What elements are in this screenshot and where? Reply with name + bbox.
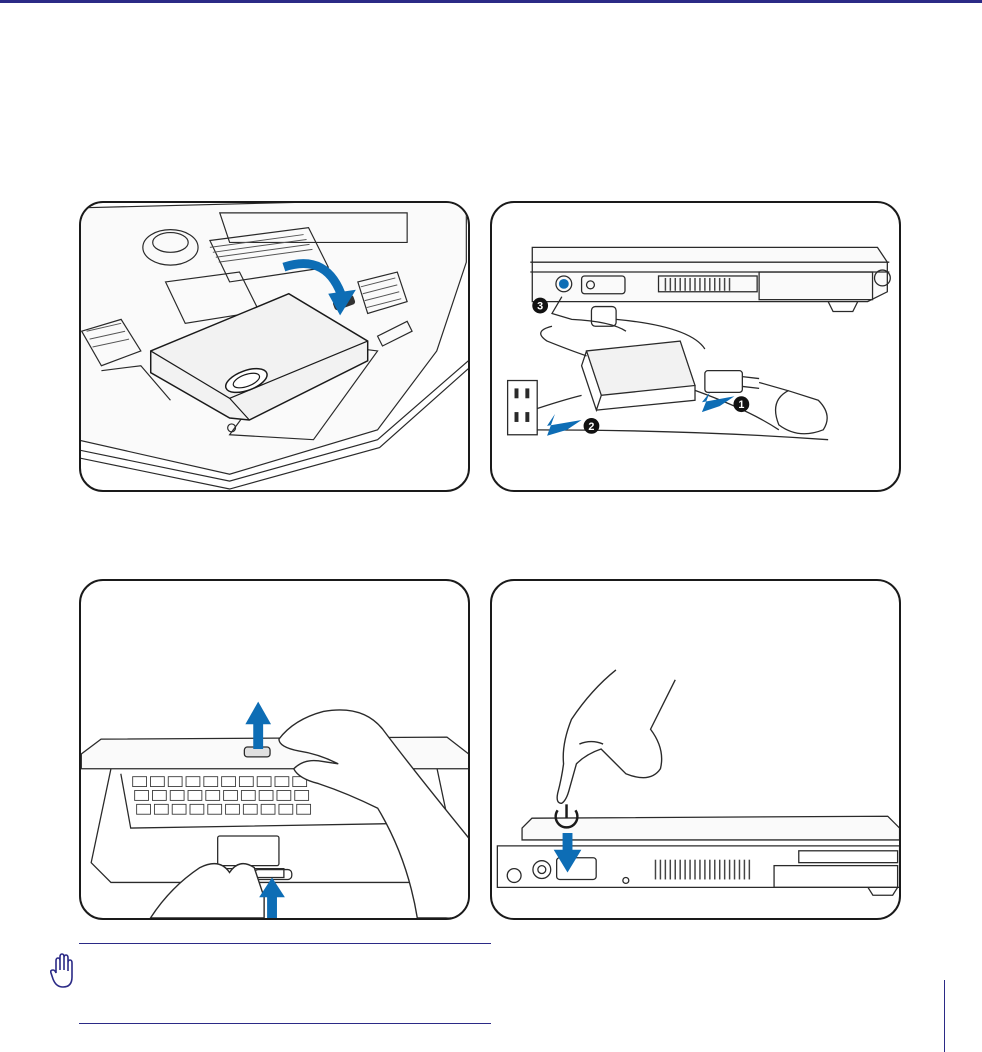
- callout-3: 3: [537, 301, 543, 313]
- figure-open-panel: [79, 579, 470, 920]
- note-rule-bottom: [79, 1023, 491, 1024]
- callout-1: 1: [738, 399, 744, 411]
- adapter-connect-illustration: 1 2 3: [492, 203, 899, 490]
- wall-outlet: [508, 381, 538, 435]
- arrow-icon: [547, 392, 734, 435]
- note-rule-top: [79, 943, 491, 944]
- hand-warning-icon: [50, 953, 74, 989]
- page-edge-rule: [944, 980, 945, 1052]
- finger: [557, 670, 675, 803]
- figure-adapter-connect: 1 2 3: [490, 201, 901, 492]
- power-adapter: [532, 297, 828, 440]
- figure-power-on: [490, 579, 901, 920]
- laptop-underside-illustration: [81, 203, 468, 490]
- figure-battery-install: [79, 201, 470, 492]
- header-rule: [0, 0, 982, 3]
- open-panel-illustration: [81, 581, 468, 918]
- callout-2: 2: [588, 421, 594, 433]
- power-on-illustration: [492, 581, 899, 918]
